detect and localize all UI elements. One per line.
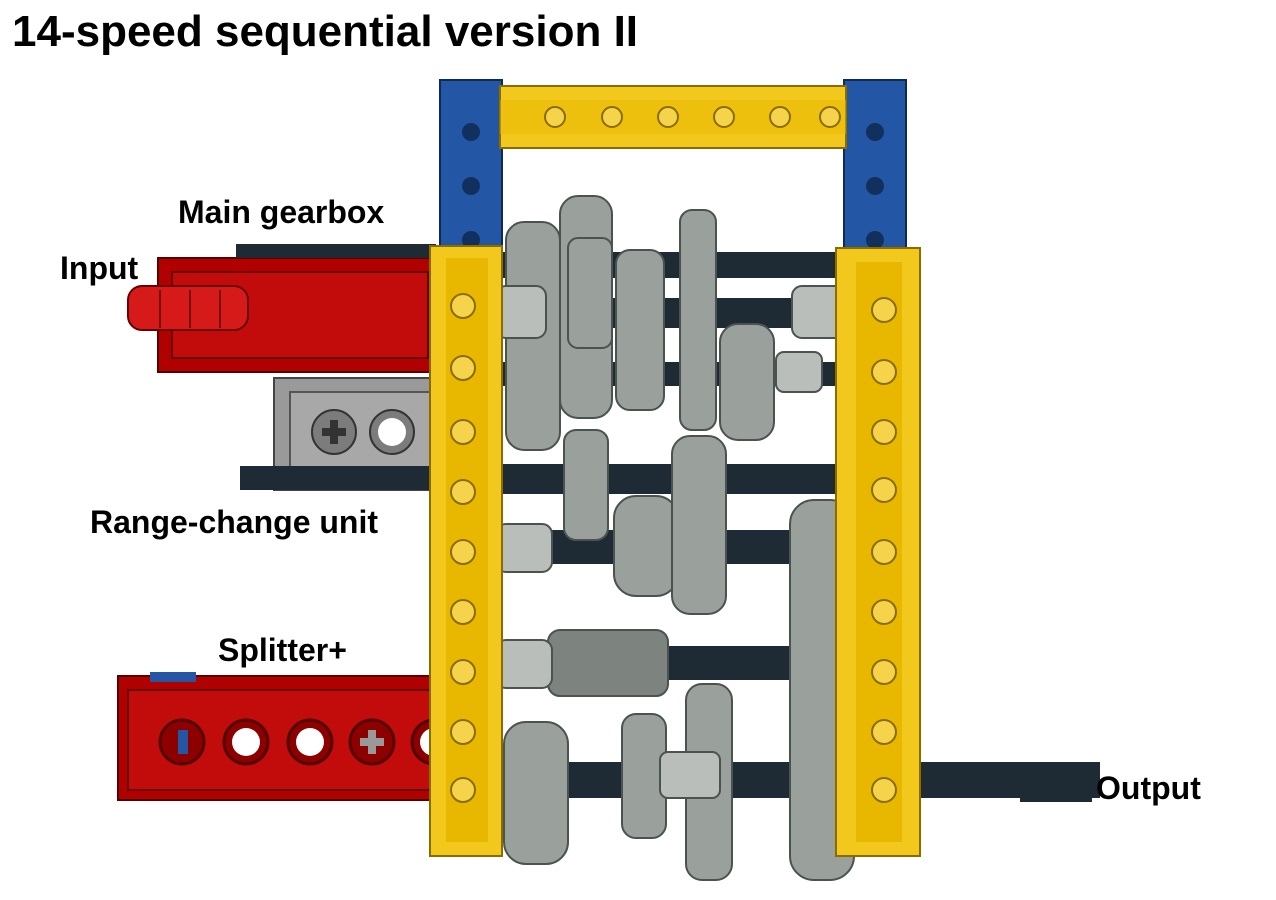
input-label: Input [60, 250, 139, 286]
yellow-frame-beams [429, 245, 921, 857]
left-axles [236, 244, 440, 490]
page-title: 14-speed sequential version II [12, 7, 639, 56]
output-label: Output [1096, 770, 1201, 806]
top-yellow-beam [499, 85, 847, 149]
gears [503, 195, 855, 881]
splitter-label: Splitter+ [218, 632, 347, 668]
input-red-beam [127, 257, 439, 373]
range-change-gray-block [273, 377, 445, 491]
range-change-unit-label: Range-change unit [90, 504, 379, 540]
main-gearbox-label: Main gearbox [178, 194, 385, 230]
